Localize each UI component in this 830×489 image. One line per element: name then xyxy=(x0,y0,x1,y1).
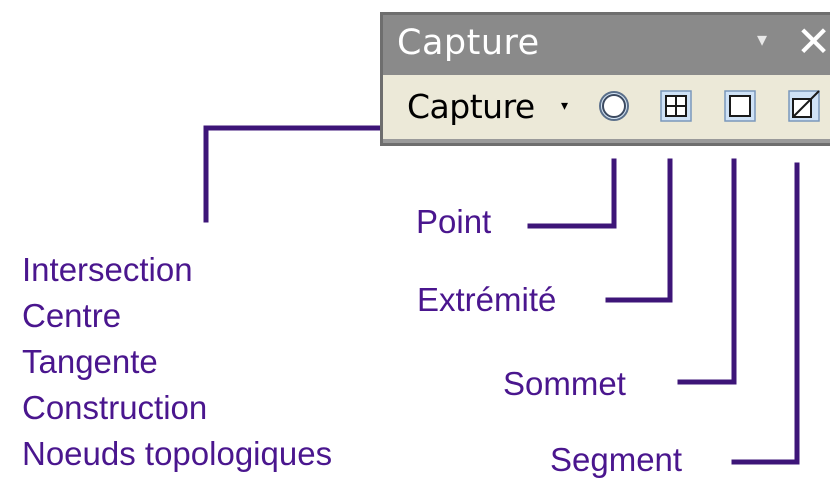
list-item: Noeuds topologiques xyxy=(22,435,333,472)
callout-line-segment xyxy=(731,162,800,465)
callout-line-vertex xyxy=(677,158,737,385)
toolbar-bottom-edge xyxy=(383,139,830,143)
toolbar-titlebar[interactable]: Capture ▾ ✕ xyxy=(383,15,830,75)
callout-line-end xyxy=(605,158,673,303)
close-icon[interactable]: ✕ xyxy=(796,17,830,66)
segment-snap-button[interactable] xyxy=(785,87,823,125)
list-item: Construction xyxy=(22,389,208,426)
list-item: Centre xyxy=(22,297,122,334)
callout-line-point xyxy=(527,158,617,229)
list-item: Intersection xyxy=(22,251,193,288)
menu-dropdown-arrow-icon[interactable]: ▾ xyxy=(561,97,569,113)
capture-menu-button[interactable]: Capture xyxy=(407,87,535,126)
end-snap-button[interactable] xyxy=(657,87,695,125)
list-item: Tangente xyxy=(22,343,158,380)
point-snap-button[interactable] xyxy=(595,87,633,125)
chevron-down-icon[interactable]: ▾ xyxy=(757,29,768,51)
capture-toolbar: Capture ▾ ✕ Capture ▾ xyxy=(380,12,830,146)
vertex-snap-button[interactable] xyxy=(721,87,759,125)
label-segment: Segment xyxy=(550,441,683,478)
square-icon xyxy=(724,90,756,122)
toolbar-row: Capture ▾ xyxy=(383,75,830,143)
label-point: Point xyxy=(416,203,492,240)
callout-line-menu xyxy=(203,125,407,223)
grid-square-icon xyxy=(660,90,692,122)
label-vertex: Sommet xyxy=(503,365,626,402)
toolbar-title: Capture xyxy=(397,23,540,63)
circle-icon xyxy=(599,91,629,121)
capture-mode-list: Intersection Centre Tangente Constructio… xyxy=(22,247,332,477)
label-end: Extrémité xyxy=(417,281,557,318)
segment-square-icon xyxy=(788,90,820,122)
